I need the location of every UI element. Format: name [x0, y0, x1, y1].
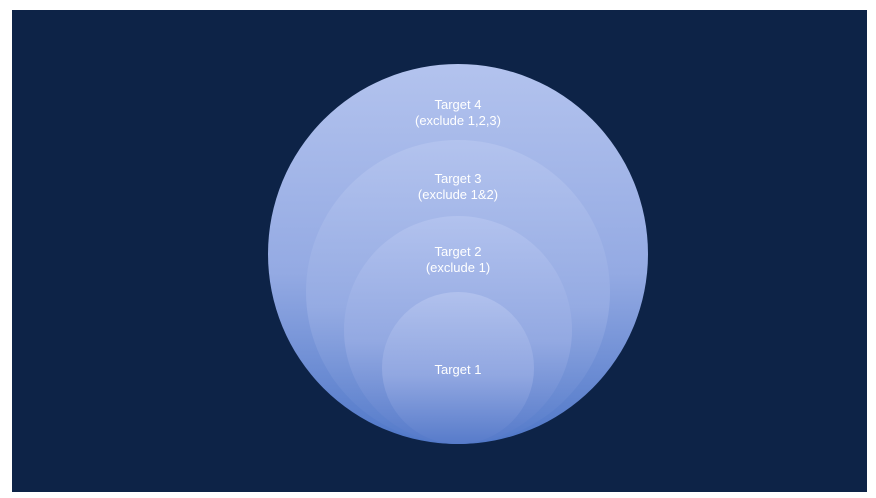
label-target-1-title: Target 1 [435, 362, 482, 377]
nested-circles-diagram: Target 4 (exclude 1,2,3) Target 3 (exclu… [268, 64, 648, 444]
label-target-3-subtitle: (exclude 1&2) [418, 187, 498, 202]
label-target-3-title: Target 3 [435, 171, 482, 186]
label-target-4-title: Target 4 [435, 97, 482, 112]
circle-target-1: Target 1 [382, 292, 534, 444]
label-target-2-subtitle: (exclude 1) [426, 260, 490, 275]
circle-target-1-shape [382, 292, 534, 444]
slide-canvas: Target 4 (exclude 1,2,3) Target 3 (exclu… [12, 10, 867, 492]
label-target-2-title: Target 2 [435, 244, 482, 259]
label-target-4-subtitle: (exclude 1,2,3) [415, 113, 501, 128]
